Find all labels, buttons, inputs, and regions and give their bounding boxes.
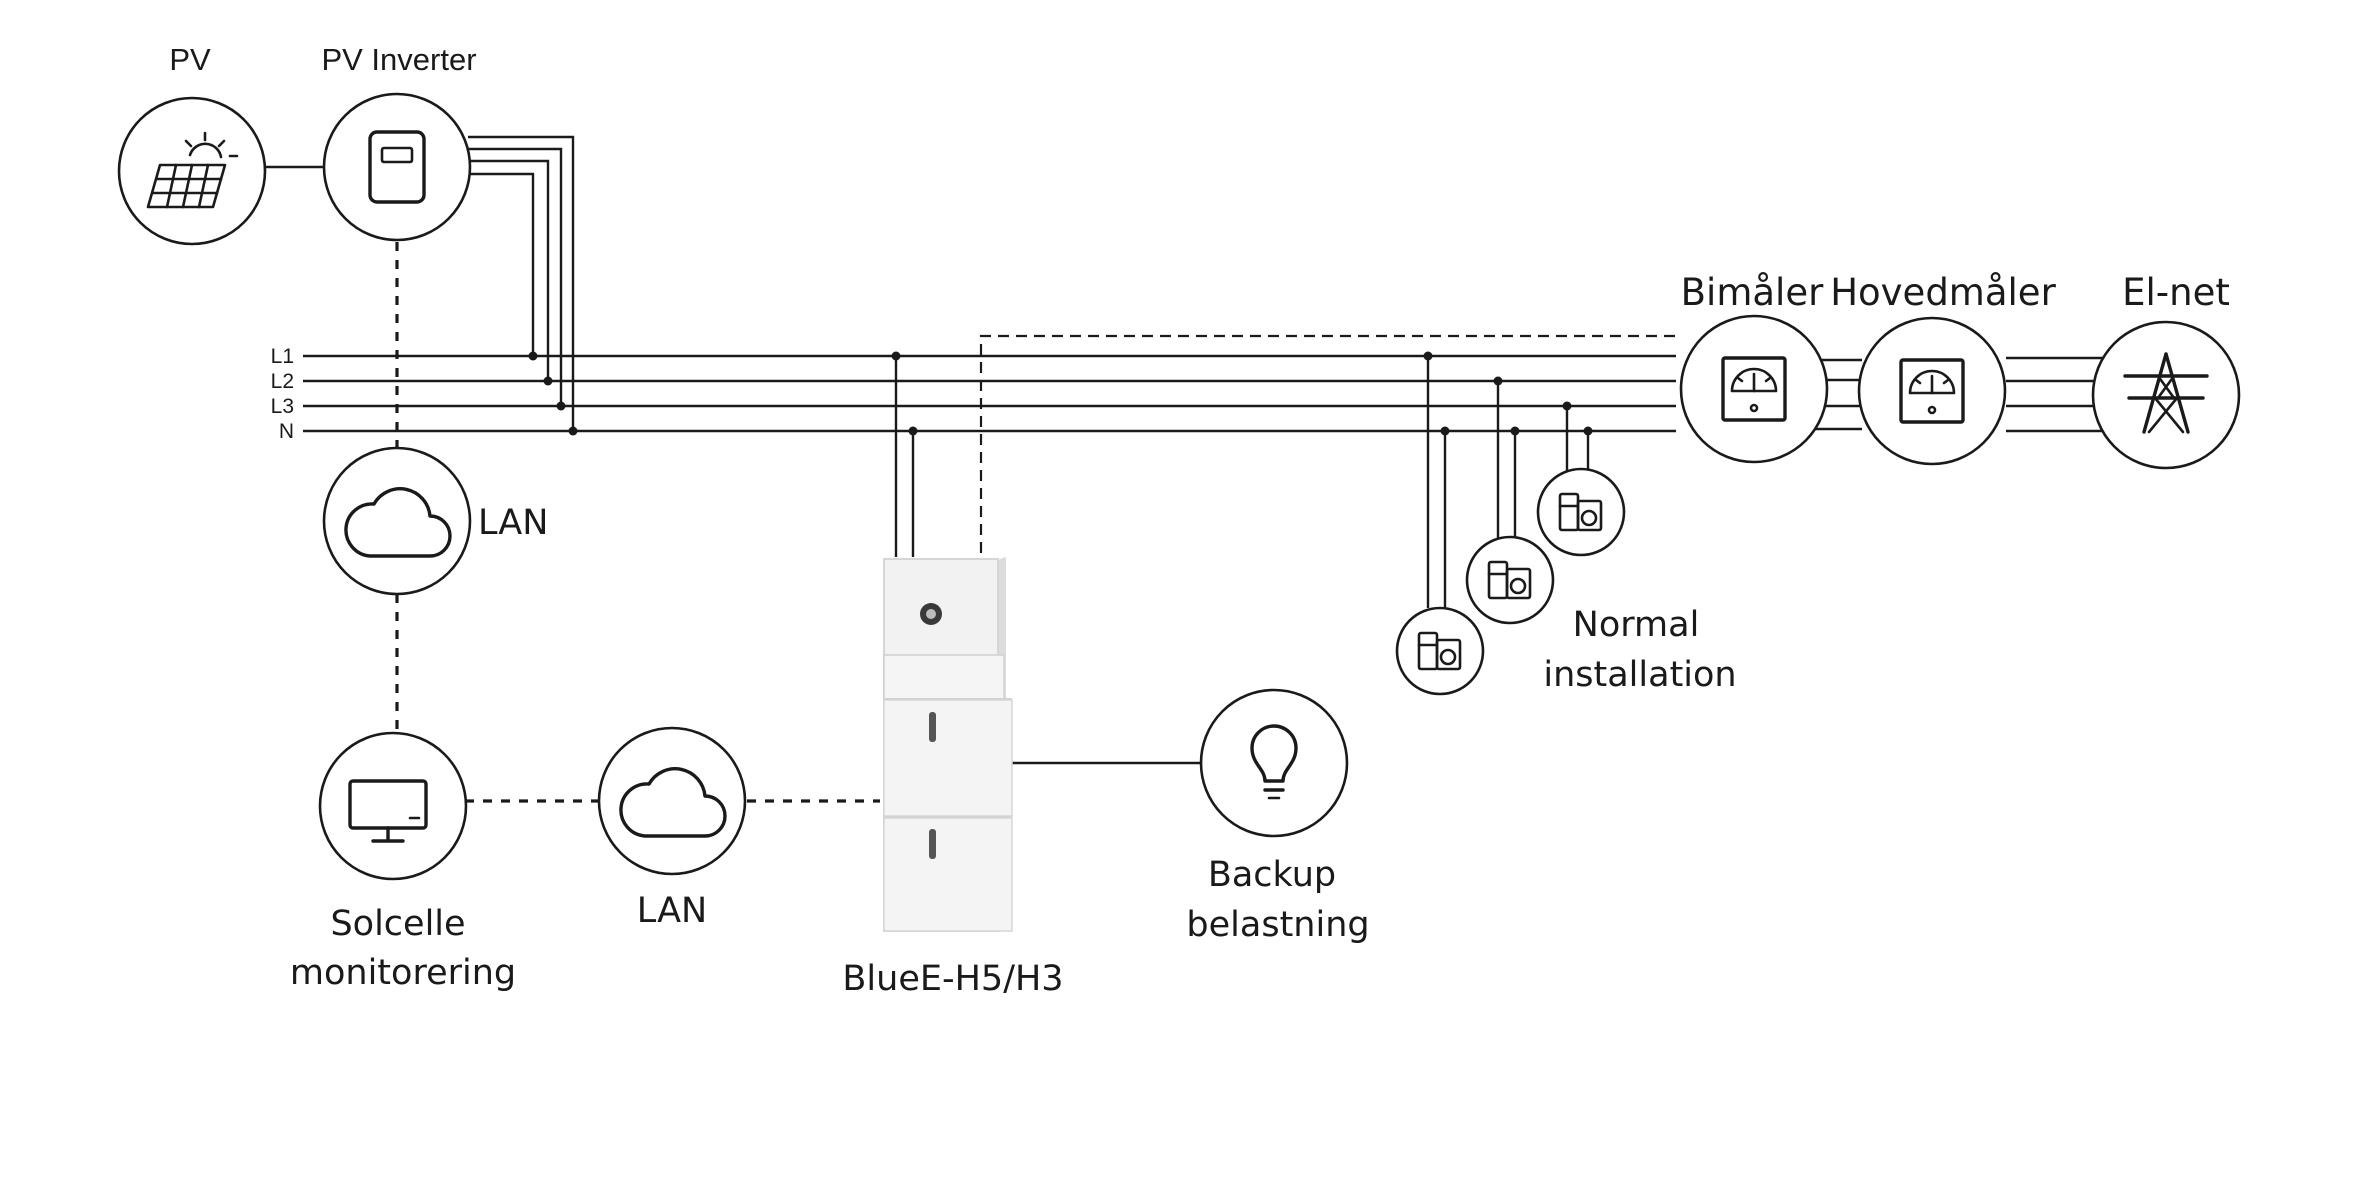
lan-top-node[interactable]: LAN [322,446,548,596]
normal-label-line2: installation [1543,655,1736,695]
cloud-icon [344,487,452,558]
grid-label: El-net [2122,271,2230,314]
battery-module-2 [883,817,1013,932]
solcelle-label-line1: Solcelle [330,904,465,944]
monitor-icon [348,779,428,843]
battery-module-1 [883,699,1013,817]
meter-gauge-icon [1899,358,1965,424]
solcelle-label-line2: monitorering [290,953,516,993]
appliance-node-2[interactable] [1465,535,1555,625]
main-meter-label: Hovedmåler [1830,271,2056,314]
normal-label-line1: Normal [1573,605,1700,645]
bus-lines: L1 L2 L3 N [271,345,1676,443]
appliance-drops [1423,351,1593,608]
appliance-node-1[interactable] [1395,606,1485,696]
battery-unit[interactable]: BlueE-H5/H3 [842,557,1064,999]
pv-inverter-label: PV Inverter [321,42,476,77]
appliance-icon [1417,631,1462,671]
pv-label: PV [169,42,211,77]
lan-bottom-label: LAN [637,891,707,931]
grid-node[interactable]: El-net [2091,271,2241,470]
light-bulb-icon [1250,724,1298,800]
solar-panel-icon [146,131,239,209]
lan-bottom-node[interactable]: LAN [597,726,747,931]
appliance-icon [1558,492,1603,532]
solcelle-monitor-node[interactable]: Solcelle monitorering [290,731,516,993]
pv-node: PV [117,42,267,246]
bus-label-l1: L1 [271,345,294,368]
bus-label-l3: L3 [271,395,294,418]
communication-lines [395,242,1676,803]
pv-inverter-node: PV Inverter [321,42,477,242]
appliance-icon [1487,560,1532,600]
cloud-icon [619,767,727,838]
lan-top-label: LAN [478,503,548,543]
battery-led-1 [929,712,936,742]
transmission-tower-icon [2123,352,2209,434]
meter-gauge-icon [1721,356,1787,422]
backup-load-node[interactable]: Backup belastning [1186,688,1370,945]
sub-meter-node[interactable]: Bimåler [1679,271,1829,464]
bus-label-l2: L2 [271,370,294,393]
battery-label: BlueE-H5/H3 [842,959,1063,999]
battery-led-2 [929,829,936,859]
inverter-icon [368,130,426,204]
battery-wires [891,351,1200,765]
normal-installation: Normal installation [1395,467,1737,696]
main-meter-node[interactable]: Hovedmåler [1830,271,2057,466]
bus-label-n: N [279,420,294,443]
backup-label-line2: belastning [1186,905,1369,945]
backup-label-line1: Backup [1208,855,1336,895]
sub-meter-label: Bimåler [1681,271,1824,314]
appliance-node-3[interactable] [1536,467,1626,557]
inverter-wires [262,135,578,436]
battery-upper-band [883,654,1005,700]
